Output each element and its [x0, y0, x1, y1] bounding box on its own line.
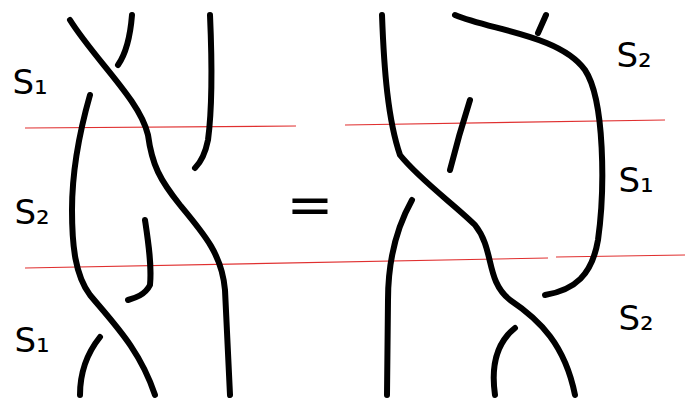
generator-label: S₂	[618, 301, 653, 335]
braid-strand	[72, 95, 155, 395]
equals-sign: =	[287, 177, 334, 233]
generator-label: S₁	[618, 163, 653, 197]
braid-strand	[70, 20, 230, 395]
braid-strand	[80, 337, 100, 395]
divider-line	[25, 258, 548, 268]
generator-label: S₁	[14, 323, 49, 357]
braid-strand	[538, 15, 546, 33]
braid-strand	[455, 15, 602, 295]
divider-line	[556, 255, 685, 257]
generator-label: S₁	[12, 65, 47, 99]
braid-strand	[382, 15, 575, 395]
braid-strand	[494, 328, 515, 395]
braid-strand	[128, 220, 151, 300]
section-dividers	[25, 120, 685, 268]
braid-strand	[118, 15, 132, 65]
divider-line	[25, 126, 296, 128]
generator-label: S₂	[14, 195, 49, 229]
braid-strands	[70, 15, 602, 395]
generator-label: S₂	[616, 38, 651, 72]
braid-strand	[450, 100, 470, 170]
braid-strand	[387, 200, 412, 395]
braid-strand	[195, 15, 211, 168]
